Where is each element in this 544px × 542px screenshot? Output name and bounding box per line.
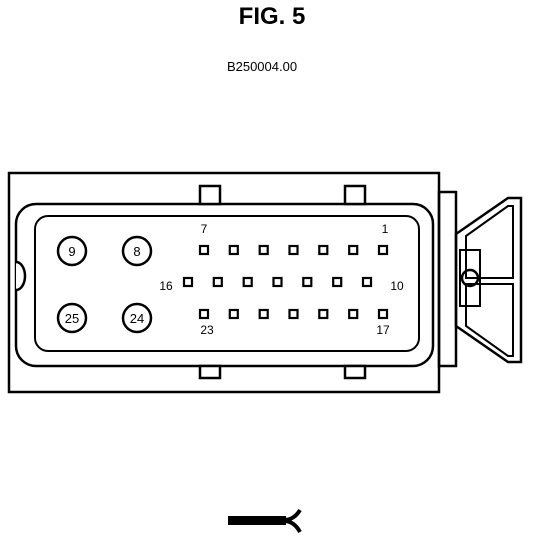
pin-socket	[361, 276, 373, 288]
connector-housing	[7, 171, 441, 394]
pin-socket	[228, 308, 239, 320]
pin-socket	[272, 276, 283, 288]
pin-label-10: 10	[390, 279, 404, 293]
pin-label-23: 23	[200, 323, 214, 337]
pin-socket	[288, 308, 299, 320]
figure-reference: B250004.00	[227, 59, 297, 74]
pin-socket	[348, 308, 359, 320]
pin-socket	[348, 244, 359, 256]
terminal-9: 9	[56, 235, 88, 267]
large-terminals: 9 8 25 24	[56, 235, 153, 334]
terminal-25: 25	[56, 302, 88, 334]
pin-socket	[258, 244, 269, 256]
pin-socket	[377, 244, 389, 256]
pin-label-7: 7	[201, 222, 208, 236]
figure-title: FIG. 5	[239, 3, 306, 30]
pin-row-middle	[182, 276, 373, 288]
pin-socket	[302, 276, 313, 288]
pin-socket	[318, 308, 329, 320]
pin-socket	[198, 308, 210, 320]
pin-socket	[318, 244, 329, 256]
terminal-label: 9	[68, 244, 75, 259]
harness-connector-icon	[228, 508, 302, 534]
pin-row-bottom	[198, 308, 389, 320]
pin-socket	[332, 276, 343, 288]
pin-socket	[377, 308, 389, 320]
pin-socket	[212, 276, 223, 288]
pin-socket	[242, 276, 253, 288]
terminal-label: 25	[65, 311, 79, 326]
pin-socket	[258, 308, 269, 320]
pin-socket	[182, 276, 194, 288]
pin-socket	[228, 244, 239, 256]
pin-row-top	[198, 244, 389, 256]
pin-label-1: 1	[382, 222, 389, 236]
terminal-8: 8	[121, 235, 153, 267]
locking-latch	[437, 190, 523, 368]
pin-socket	[288, 244, 299, 256]
locating-tabs	[198, 184, 367, 380]
pin-label-17: 17	[376, 323, 390, 337]
pin-label-16: 16	[159, 279, 173, 293]
pin-socket	[198, 244, 210, 256]
terminal-label: 8	[133, 244, 140, 259]
terminal-label: 24	[130, 311, 144, 326]
terminal-24: 24	[121, 302, 153, 334]
latch-notch	[15, 260, 27, 292]
